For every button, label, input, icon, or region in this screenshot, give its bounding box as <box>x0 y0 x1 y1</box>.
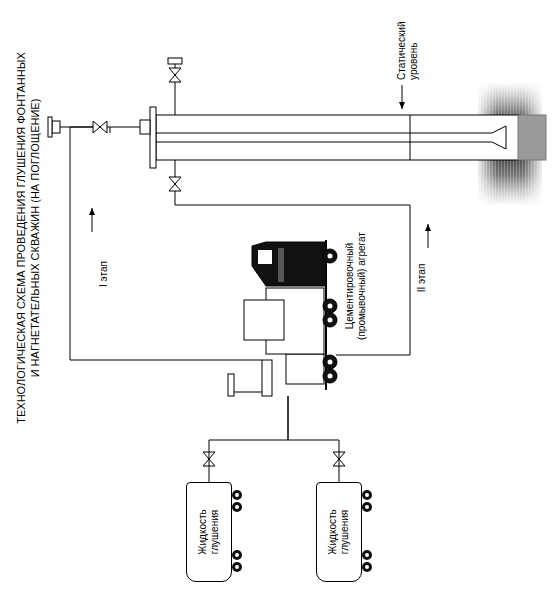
truck-part <box>286 354 324 384</box>
tank-wheel <box>232 550 242 560</box>
truck-part <box>228 374 234 396</box>
tank-wheels <box>361 481 373 581</box>
tank-wheel-hub <box>365 565 369 569</box>
flow-arrow <box>428 224 429 248</box>
truck-part <box>278 248 284 282</box>
tank-wheel-hub <box>365 505 369 509</box>
truck-wheel-hub <box>328 318 333 323</box>
valves <box>93 68 345 466</box>
tank-wheel <box>362 490 372 500</box>
tank-wheel <box>362 562 372 572</box>
tank-label: Жидкость глушения <box>197 491 221 573</box>
stage-label: I этап <box>98 244 110 304</box>
truck-wheel <box>323 369 337 383</box>
stage-label: II этап <box>416 248 428 308</box>
truck-wheel <box>323 313 337 327</box>
tank-truck: Жидкость глушения <box>186 482 232 582</box>
truck-wheel-hub <box>328 304 333 309</box>
level-arrow <box>402 85 403 109</box>
pipe-lines <box>70 127 410 360</box>
tank-wheel-hub <box>365 553 369 557</box>
tank-wheel-hub <box>235 493 239 497</box>
truck-symbol <box>226 228 340 398</box>
well <box>48 58 546 184</box>
tank-wheel <box>232 502 242 512</box>
tank-wheel-hub <box>235 505 239 509</box>
unit-label: Цементировочный (промывочный) агрегат <box>344 230 368 342</box>
truck-wheel-hub <box>328 374 333 379</box>
truck-part <box>258 250 272 264</box>
tank-wheel-hub <box>365 493 369 497</box>
truck-wheel-hub <box>328 360 333 365</box>
flow-arrow <box>92 208 93 232</box>
truck-part <box>262 360 272 396</box>
tank-wheels <box>231 481 243 581</box>
cementing-unit: Цементировочный (промывочный) агрегат <box>226 228 368 398</box>
truck-part <box>252 242 326 286</box>
truck-wheel <box>323 355 337 369</box>
tank-wheel-hub <box>235 553 239 557</box>
truck-wheel-hub <box>328 254 333 259</box>
tank-truck: Жидкость глушения <box>316 482 362 582</box>
tank-wheel <box>362 502 372 512</box>
tank-wheel <box>232 490 242 500</box>
tank-label: Жидкость глушения <box>327 491 351 573</box>
truck-part <box>244 300 284 340</box>
tank-wheel-hub <box>235 565 239 569</box>
pipe-connector <box>288 396 339 482</box>
diagram-title: ТЕХНОЛОГИЧЕСКАЯ СХЕМА ПРОВЕДЕНИЯ ГЛУШЕНИ… <box>14 48 42 428</box>
truck-part <box>234 392 262 393</box>
pipe-connector <box>209 396 288 482</box>
truck-wheel <box>323 249 337 263</box>
level-label: Статический уровень <box>396 4 420 80</box>
truck-wheel <box>323 299 337 313</box>
tank-wheel <box>232 562 242 572</box>
tank-wheel <box>362 550 372 560</box>
